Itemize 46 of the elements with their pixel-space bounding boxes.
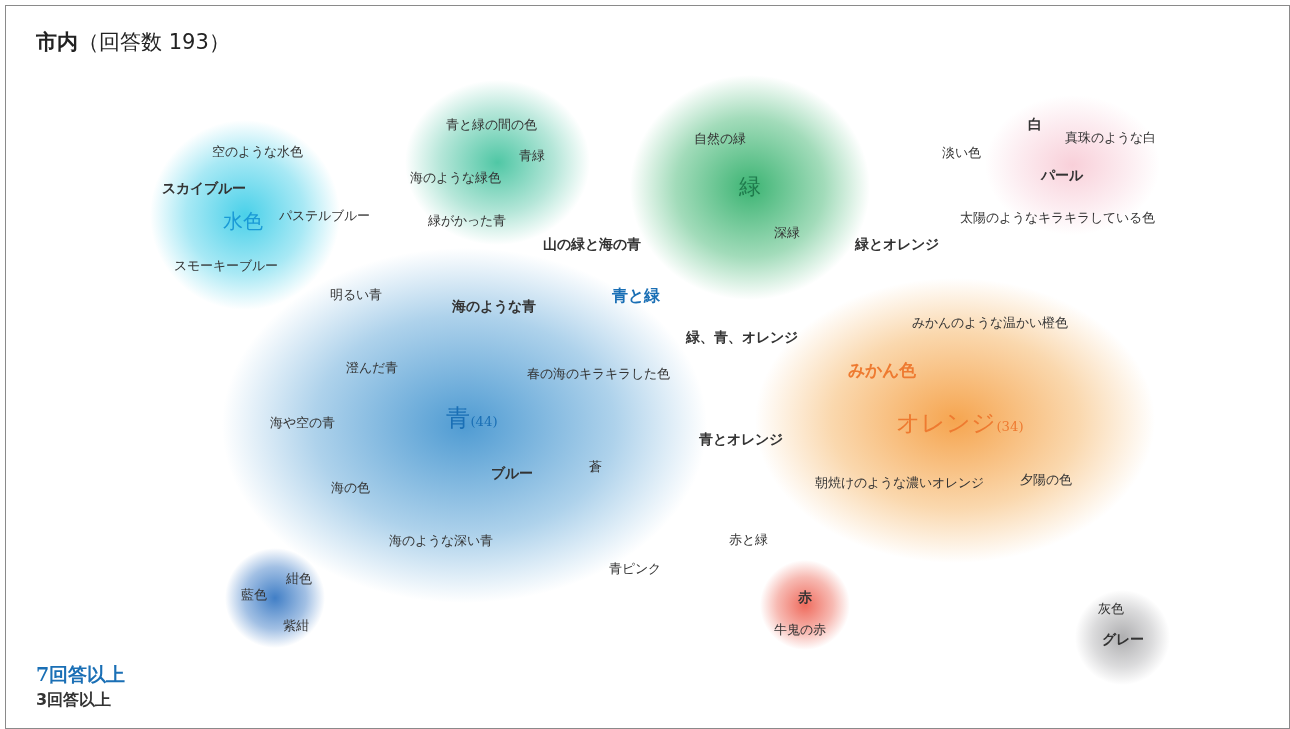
- color-word: 夕陽の色: [1020, 471, 1072, 487]
- color-word: 青ピンク: [609, 560, 661, 576]
- color-word: 青緑: [519, 147, 545, 163]
- key-text: 3回答以上: [36, 690, 112, 710]
- color-word: ブルー: [491, 464, 533, 482]
- color-word: 紫紺: [283, 617, 309, 633]
- color-word: 海のような深い青: [389, 532, 493, 548]
- color-word: みかんのような温かい橙色: [912, 314, 1068, 330]
- color-word: 山の緑と海の青: [543, 235, 641, 253]
- color-word: 海の色: [330, 479, 370, 495]
- color-word: 海のような青: [452, 297, 536, 315]
- color-word: グレー: [1102, 630, 1144, 648]
- color-word: 緑がかった青: [428, 212, 506, 228]
- color-word: 紺色: [286, 570, 312, 586]
- color-word: 赤: [798, 588, 812, 606]
- color-word: パール: [1041, 166, 1083, 184]
- color-word: 白: [1028, 115, 1042, 133]
- color-word: 朝焼けのような濃いオレンジ: [814, 474, 984, 490]
- color-word: スカイブルー: [162, 179, 246, 197]
- color-word: 緑とオレンジ: [855, 235, 939, 253]
- color-word: 緑: [739, 173, 761, 201]
- key-text: 7回答以上: [36, 662, 126, 686]
- color-word: 青と緑: [612, 286, 660, 306]
- color-word: 明るい青: [330, 286, 382, 302]
- color-word: 牛鬼の赤: [774, 621, 826, 637]
- color-word: 太陽のようなキラキラしている色: [959, 209, 1155, 225]
- color-word: 蒼: [588, 458, 602, 474]
- color-word: 澄んだ青: [346, 359, 398, 375]
- color-word: 海や空の青: [269, 414, 335, 430]
- chart-title: 市内（回答数 193）: [36, 29, 230, 56]
- color-word: 深緑: [774, 224, 800, 240]
- color-word: 赤と緑: [728, 531, 768, 547]
- color-word: 青と緑の間の色: [445, 116, 537, 132]
- color-word: 海のような緑色: [409, 169, 501, 185]
- color-word: 自然の緑: [694, 130, 746, 146]
- color-word: パステルブルー: [278, 207, 370, 223]
- color-word: 青とオレンジ: [699, 430, 783, 448]
- color-word: みかん色: [848, 359, 916, 381]
- color-word: スモーキーブルー: [174, 257, 278, 273]
- color-word: 空のような水色: [211, 143, 303, 159]
- color-word: 水色: [223, 209, 263, 233]
- color-word: 藍色: [241, 586, 267, 602]
- color-word: 真珠のような白: [1064, 129, 1156, 145]
- color-word: 灰色: [1098, 600, 1124, 616]
- color-word: 春の海のキラキラした色: [526, 365, 670, 381]
- color-word: 緑、青、オレンジ: [686, 328, 798, 346]
